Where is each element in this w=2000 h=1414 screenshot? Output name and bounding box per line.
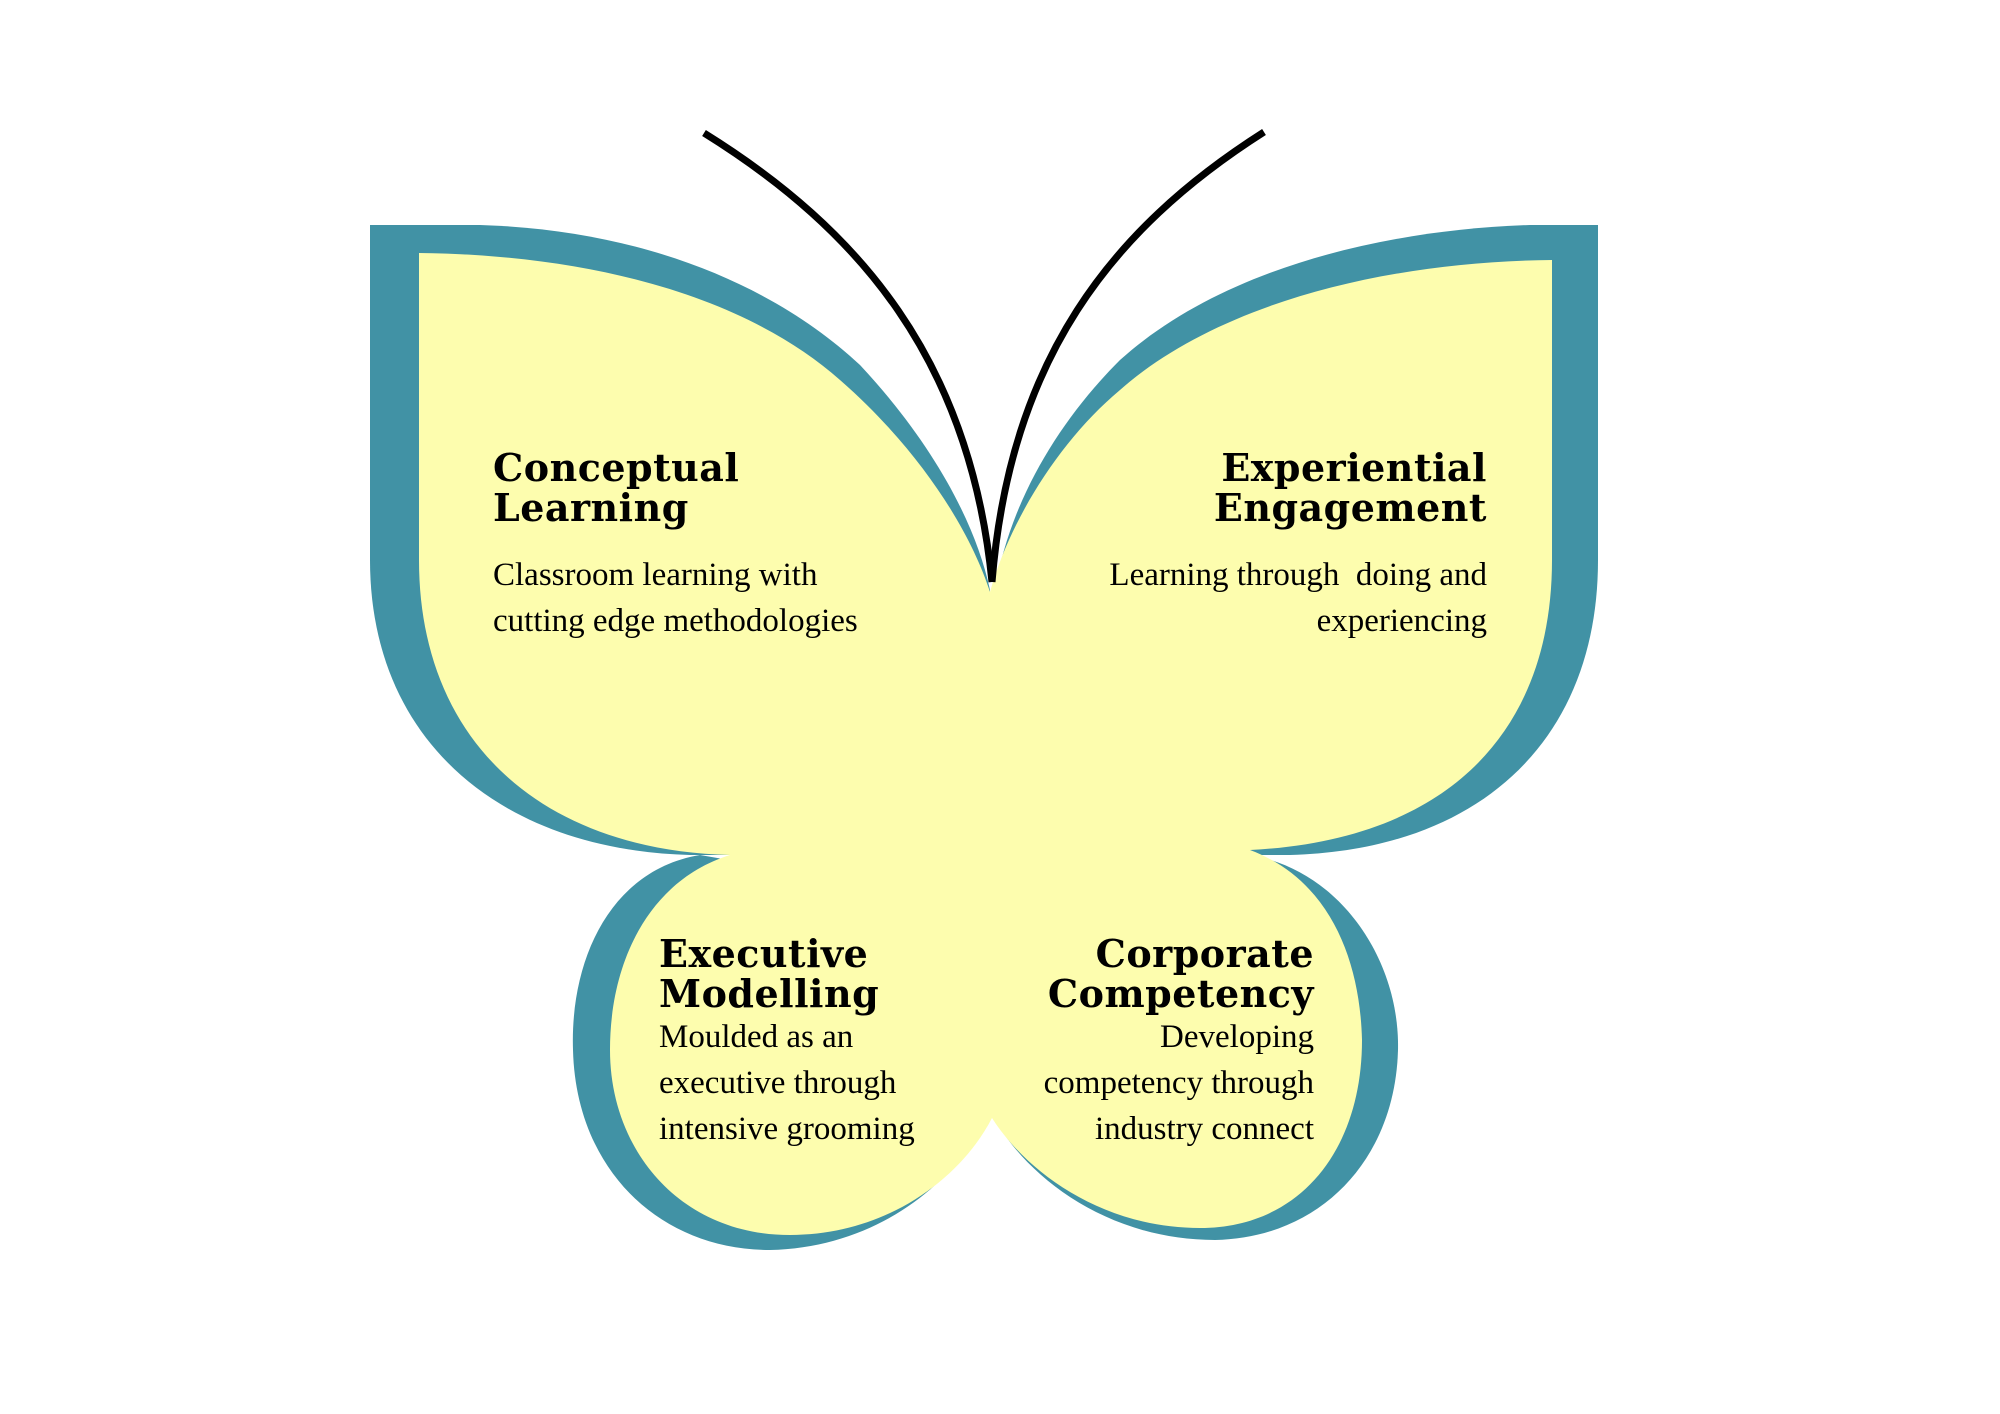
description-line: intensive grooming xyxy=(659,1111,915,1147)
quadrant-title: Experiential Engagement xyxy=(967,448,1487,528)
description-line: cutting edge methodologies xyxy=(493,603,858,639)
description-line: Classroom learning with xyxy=(493,557,818,593)
description-line: competency through xyxy=(1043,1065,1314,1101)
left-antenna xyxy=(702,130,996,583)
quadrant-title: Executive Modelling xyxy=(659,934,915,1014)
description-line: Developing xyxy=(1160,1019,1314,1055)
title-line: Executive xyxy=(659,931,869,976)
description-line: experiencing xyxy=(1316,603,1487,639)
right-antenna xyxy=(988,129,1266,583)
quadrant-description: Developing competency through industry c… xyxy=(914,1014,1314,1152)
description-line: Moulded as an xyxy=(659,1019,854,1055)
quadrant-description: Learning through doing and experiencing xyxy=(967,552,1487,644)
title-line: Modelling xyxy=(659,971,880,1016)
title-line: Corporate xyxy=(1095,931,1314,976)
quadrant-title: Corporate Competency xyxy=(914,934,1314,1014)
description-line: industry connect xyxy=(1094,1111,1314,1147)
quadrant-title: Conceptual Learning xyxy=(493,448,858,528)
quadrant-description: Moulded as an executive through intensiv… xyxy=(659,1014,915,1152)
quadrant-executive-modelling: Executive Modelling Moulded as an execut… xyxy=(659,934,915,1152)
title-line: Engagement xyxy=(1213,485,1487,530)
title-line: Learning xyxy=(493,485,689,530)
quadrant-corporate-competency: Corporate Competency Developing competen… xyxy=(914,934,1314,1152)
title-line: Conceptual xyxy=(493,445,740,490)
description-line: Learning through doing and xyxy=(1109,557,1487,593)
quadrant-experiential-engagement: Experiential Engagement Learning through… xyxy=(967,448,1487,644)
title-line: Experiential xyxy=(1221,445,1487,490)
quadrant-description: Classroom learning with cutting edge met… xyxy=(493,552,858,644)
quadrant-conceptual-learning: Conceptual Learning Classroom learning w… xyxy=(493,448,858,644)
title-line: Competency xyxy=(1047,971,1314,1016)
butterfly-body-fill xyxy=(419,253,1552,1235)
description-line: executive through xyxy=(659,1065,897,1101)
